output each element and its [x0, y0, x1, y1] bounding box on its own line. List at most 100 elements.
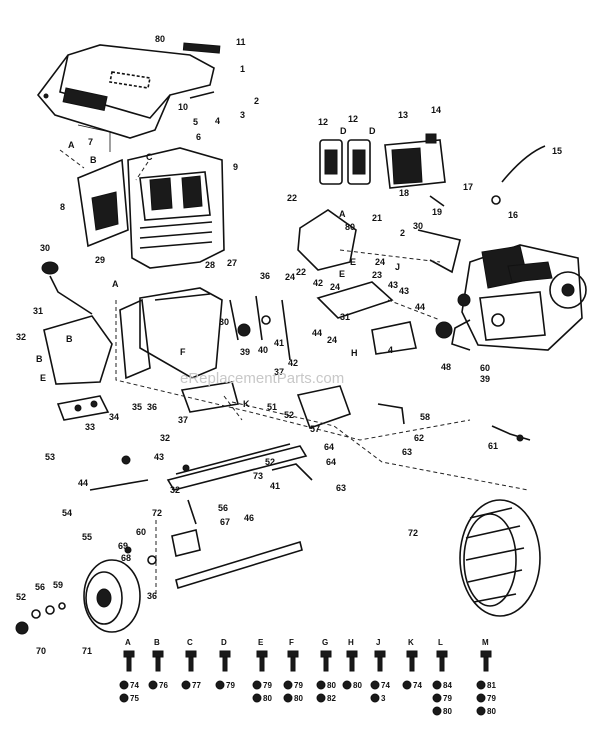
- callout-label: 12: [348, 114, 358, 124]
- callout-label: 39: [240, 347, 250, 357]
- nut-icon: [119, 693, 129, 703]
- callout-label: 1: [240, 64, 245, 74]
- callout-label: A: [112, 279, 119, 289]
- callout-label: 80: [155, 34, 165, 44]
- nut-icon: [432, 706, 442, 716]
- bolt-icon: [320, 650, 332, 658]
- callout-label: 13: [398, 110, 408, 120]
- nut-icon: [252, 680, 262, 690]
- callout-label: 60: [480, 363, 490, 373]
- callout-label: 56: [35, 582, 45, 592]
- callout-label: 24: [285, 272, 295, 282]
- callout-label: 28: [205, 260, 215, 270]
- callout-label: A: [339, 209, 346, 219]
- callout-label: 2: [254, 96, 259, 106]
- callout-label: 17: [463, 182, 473, 192]
- callout-label: 52: [265, 457, 275, 467]
- callout-label: 64: [324, 442, 334, 452]
- callout-label: 24: [330, 282, 340, 292]
- callout-label: 4: [215, 116, 220, 126]
- callout-label: 58: [420, 412, 430, 422]
- frame-assembly: [119, 287, 291, 413]
- callout-label: F: [180, 347, 186, 357]
- hardware-item: B76: [148, 638, 168, 690]
- callout-label: 80: [345, 222, 355, 232]
- callout-label: 31: [33, 306, 43, 316]
- callout-label: D: [340, 126, 347, 136]
- callout-label: 32: [170, 485, 180, 495]
- callout-label: 44: [415, 302, 425, 312]
- callout-label: 69: [118, 541, 128, 551]
- front-axle-assembly: [89, 443, 313, 590]
- callout-label: 2: [400, 228, 405, 238]
- hardware-letter: K: [408, 638, 414, 647]
- callout-label: B: [66, 334, 73, 344]
- callout-label: 44: [78, 478, 88, 488]
- hardware-part-number: 84: [443, 681, 452, 690]
- callout-label: 34: [109, 412, 119, 422]
- callout-label: B: [36, 354, 43, 364]
- bolt-icon: [480, 650, 492, 658]
- callout-label: 30: [219, 317, 229, 327]
- callout-label: 68: [121, 553, 131, 563]
- hardware-part-number: 74: [130, 681, 139, 690]
- callout-label: 6: [196, 132, 201, 142]
- callout-label: 4: [388, 345, 393, 355]
- nut-icon: [476, 706, 486, 716]
- callout-label: 7: [88, 137, 93, 147]
- callout-label: 5: [193, 117, 198, 127]
- callout-label: 32: [160, 433, 170, 443]
- hardware-part-number: 77: [192, 681, 201, 690]
- nut-icon: [342, 680, 352, 690]
- bolt-icon: [123, 650, 135, 658]
- callout-label: 52: [284, 410, 294, 420]
- bolt-icon: [436, 650, 448, 658]
- callout-label: 23: [372, 270, 382, 280]
- rear-tire-assembly: [459, 499, 541, 617]
- callout-label: 36: [147, 402, 157, 412]
- hardware-part-number: 80: [263, 694, 272, 703]
- hardware-letter: F: [289, 638, 294, 647]
- callout-label: E: [339, 269, 345, 279]
- callout-label: 54: [62, 508, 72, 518]
- callout-label: 64: [326, 457, 336, 467]
- hardware-letter: C: [187, 638, 193, 647]
- callout-label: 42: [288, 358, 298, 368]
- callout-label: 56: [218, 503, 228, 513]
- grille-assembly: [77, 124, 225, 269]
- hardware-item: K 74: [402, 638, 422, 690]
- callout-label: E: [40, 373, 46, 383]
- callout-label: 3: [240, 110, 245, 120]
- callout-label: 35: [132, 402, 142, 412]
- nut-icon: [370, 693, 380, 703]
- callout-label: 33: [85, 422, 95, 432]
- nut-icon: [181, 680, 191, 690]
- callout-label: 22: [287, 193, 297, 203]
- nut-icon: [119, 680, 129, 690]
- callout-label: 42: [313, 278, 323, 288]
- nut-icon: [432, 680, 442, 690]
- nut-icon: [283, 680, 293, 690]
- hardware-part-number: 76: [159, 681, 168, 690]
- callout-label: 72: [408, 528, 418, 538]
- nut-icon: [316, 680, 326, 690]
- callout-label: 10: [178, 102, 188, 112]
- hardware-part-number: 79: [443, 694, 452, 703]
- front-wheel-assembly: [15, 559, 141, 635]
- hardware-item: D79: [215, 638, 235, 690]
- callout-label: 31: [340, 312, 350, 322]
- callout-label: 63: [336, 483, 346, 493]
- callout-label: 67: [220, 517, 230, 527]
- nut-icon: [252, 693, 262, 703]
- callout-label: 21: [372, 213, 382, 223]
- callout-label: 61: [488, 441, 498, 451]
- nut-icon: [402, 680, 412, 690]
- hardware-letter: E: [258, 638, 264, 647]
- engine-assembly: [451, 244, 587, 351]
- dash-panel-assembly: [296, 209, 531, 442]
- callout-label: 63: [402, 447, 412, 457]
- callout-label: 46: [244, 513, 254, 523]
- hardware-part-number: 79: [487, 694, 496, 703]
- bolt-icon: [346, 650, 358, 658]
- hardware-part-number: 74: [413, 681, 422, 690]
